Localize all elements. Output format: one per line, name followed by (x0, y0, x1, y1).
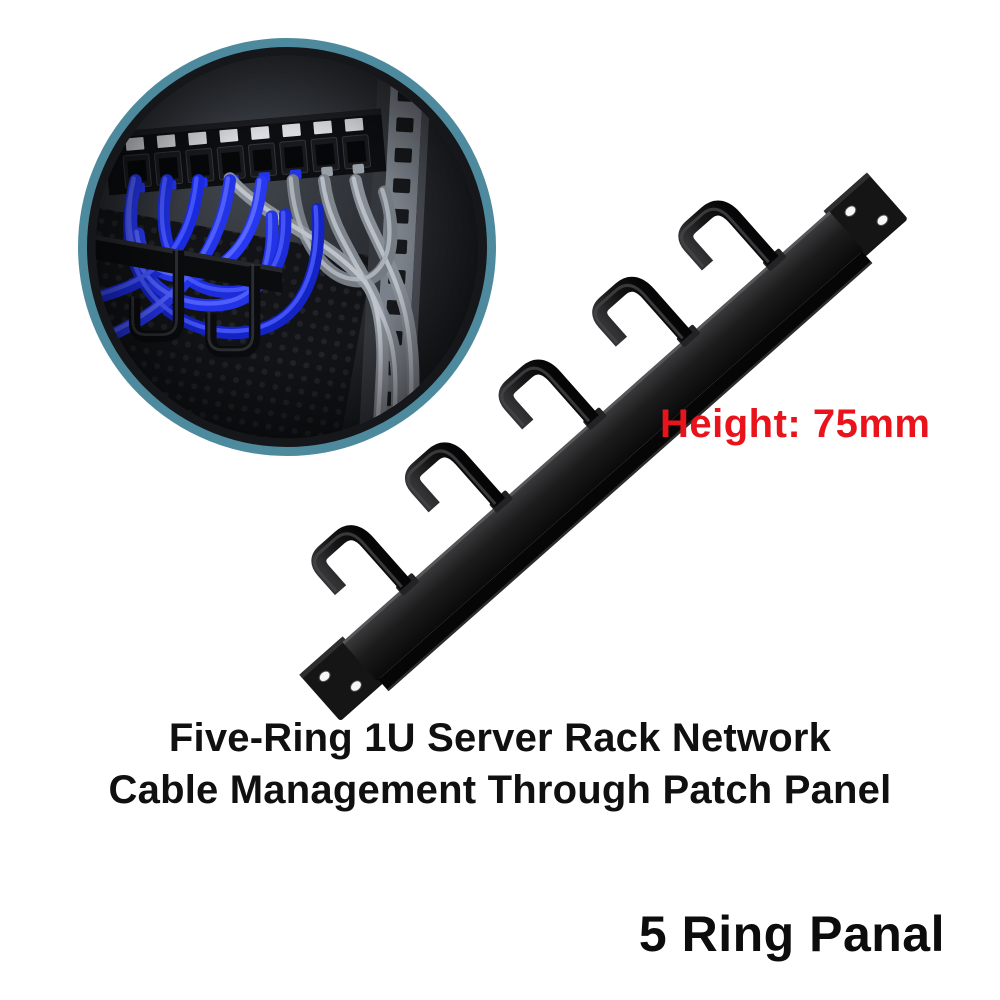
photo-vignette (95, 55, 479, 439)
mounting-ear-left (299, 636, 383, 720)
cable-ring-2 (403, 433, 513, 545)
rack-photo-inset (78, 38, 496, 456)
product-title: Five-Ring 1U Server Rack Network Cable M… (0, 712, 1000, 816)
variant-label: 5 Ring Panal (638, 906, 945, 962)
rack-photo-scene (95, 55, 479, 439)
product-title-line2: Cable Management Through Patch Panel (108, 768, 892, 812)
product-title-line1: Five-Ring 1U Server Rack Network (168, 716, 832, 760)
cable-ring-4 (591, 267, 700, 379)
cable-ring-1 (310, 516, 419, 628)
panel-bottom-fold (378, 251, 873, 691)
height-annotation: Height: 75mm (660, 402, 931, 446)
panel-bottom-edge (386, 261, 873, 692)
mounting-ear-right (823, 172, 907, 257)
panel-top-edge (342, 211, 832, 645)
cable-rings (310, 191, 786, 628)
cable-ring-5 (677, 191, 786, 303)
cable-ring-3 (497, 350, 607, 462)
panel-face (342, 211, 864, 681)
